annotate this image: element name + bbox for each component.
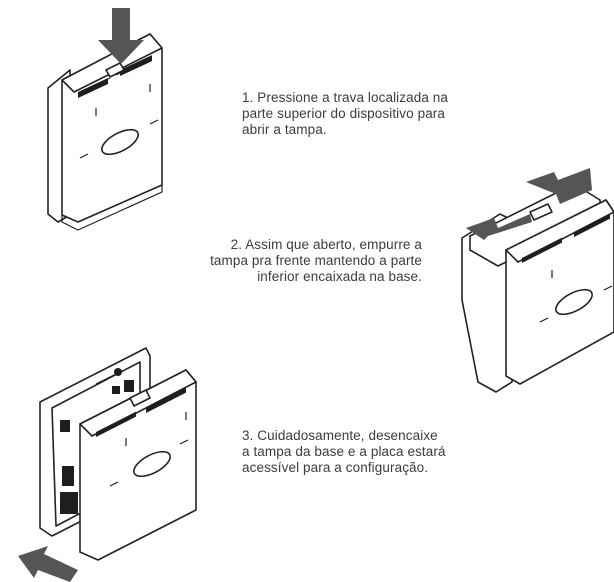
step-2-instruction: 2. Assim que aberto, empurre a tampa pra… <box>210 237 422 285</box>
device-step1-illustration <box>47 33 163 231</box>
step-3-line-1: 3. Cuidadosamente, desencaixe <box>242 428 438 443</box>
step-1-line-1: 1. Pressione a trava localizada na <box>242 90 449 105</box>
step-2-line-3: inferior encaixada na base. <box>257 269 422 284</box>
step-3-instruction: 3. Cuidadosamente, desencaixe a tampa da… <box>242 428 446 476</box>
step-2-line-2: tampa pra frente mantendo a parte <box>210 253 422 268</box>
device-step3-illustration <box>39 347 197 561</box>
step-1-line-3: abrir a tampa. <box>242 122 327 137</box>
step-1-instruction: 1. Pressione a trava localizada na parte… <box>242 90 448 138</box>
device-step2-illustration <box>461 183 614 393</box>
step-1-line-2: parte superior do dispositivo para <box>242 106 446 121</box>
down-arrow-icon <box>98 8 144 64</box>
step-2-line-1: 2. Assim que aberto, empurre a <box>230 237 422 252</box>
step-3-line-3: acessível para a configuração. <box>242 460 429 475</box>
left-arrow-icon <box>466 168 592 240</box>
left-arrow-icon <box>18 546 78 582</box>
step-3-line-2: a tampa da base e a placa estará <box>242 444 446 459</box>
